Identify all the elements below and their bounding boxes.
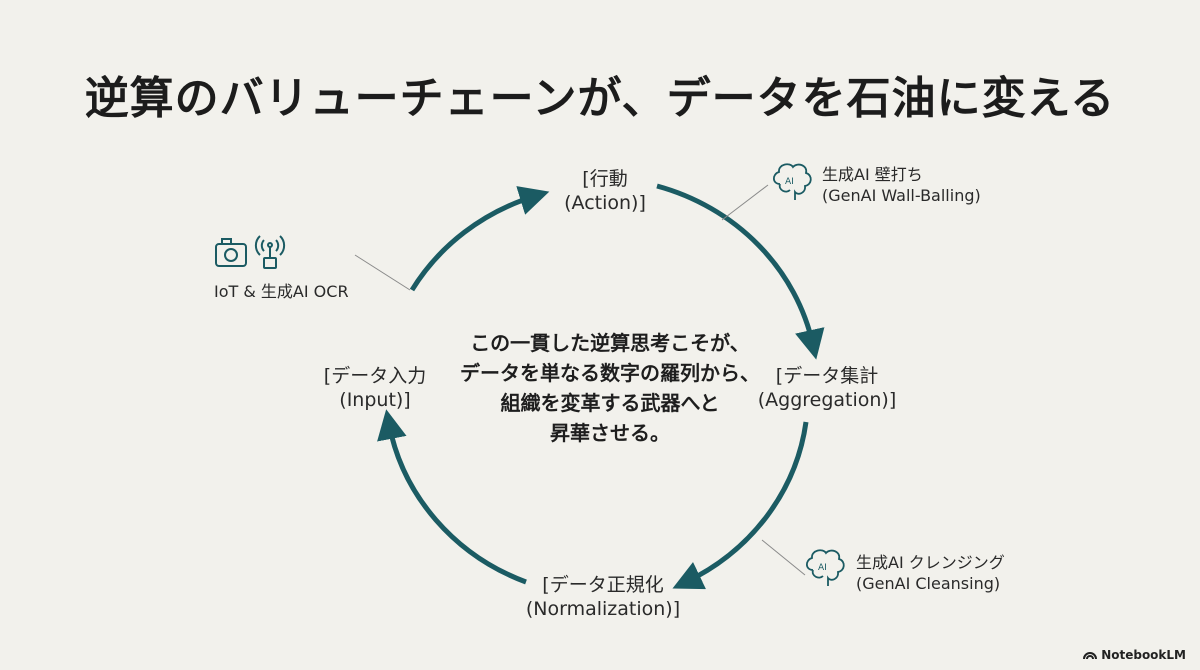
brand-watermark: NotebookLM [1083,648,1186,662]
brand-label: NotebookLM [1101,648,1186,662]
node-action-ja: [行動 [582,168,628,190]
tool-iot-ocr-label: IoT & 生成AI OCR [214,282,349,301]
node-aggregation-en: (Aggregation)] [757,389,897,411]
arc-normalization-to-input [377,409,527,585]
arc-action-to-aggregation [656,183,825,360]
arc-aggregation-to-normalization [672,421,809,590]
center-line-1: この一貫した逆算思考こそが、 [470,331,750,355]
node-input-ja: [データ入力 [323,365,427,387]
tool-cleansing-ja: 生成AI クレンジング [856,553,1005,572]
tool-iot-ocr: IoT & 生成AI OCR [214,281,349,302]
page-title: 逆算のバリューチェーンが、データを石油に変える [84,73,1116,124]
node-input-en: (Input)] [339,389,411,411]
tool-wall-balling-en: (GenAI Wall-Balling) [822,186,981,205]
svg-text:AI: AI [818,563,827,573]
svg-text:AI: AI [785,177,794,187]
center-line-2: データを単なる数字の羅列から、 [460,361,760,385]
node-aggregation-ja: [データ集計 [775,365,879,387]
node-normalization-ja: [データ正規化 [542,574,664,596]
brain-ai-icon: AI [772,163,812,200]
node-normalization-en: (Normalization)] [525,598,681,620]
node-action-en: (Action)] [564,192,646,214]
node-action: [行動 (Action)] [540,167,670,215]
tool-wall-balling-ja: 生成AI 壁打ち [822,165,923,184]
center-message: この一貫した逆算思考こそが、 データを単なる数字の羅列から、 組織を変革する武器… [395,328,825,448]
tool-cleansing-en: (GenAI Cleansing) [856,574,1001,593]
node-input: [データ入力 (Input)] [310,364,440,412]
tool-wall-balling: 生成AI 壁打ち (GenAI Wall-Balling) [822,164,981,206]
notebooklm-logo-icon [1083,652,1098,660]
leader-iot [354,254,411,291]
center-line-4: 昇華させる。 [550,421,670,445]
leader-cleansing [761,539,806,576]
center-line-3: 組織を変革する武器へと [500,391,720,415]
node-normalization: [データ正規化 (Normalization)] [518,573,688,621]
brain-ai-icon: AI [805,549,845,586]
antenna-icon [254,235,286,269]
tool-cleansing: 生成AI クレンジング (GenAI Cleansing) [856,552,1005,594]
camera-icon [215,238,247,267]
arc-input-to-action [409,186,550,292]
leader-wall-balling [721,184,769,221]
node-aggregation: [データ集計 (Aggregation)] [752,364,902,412]
